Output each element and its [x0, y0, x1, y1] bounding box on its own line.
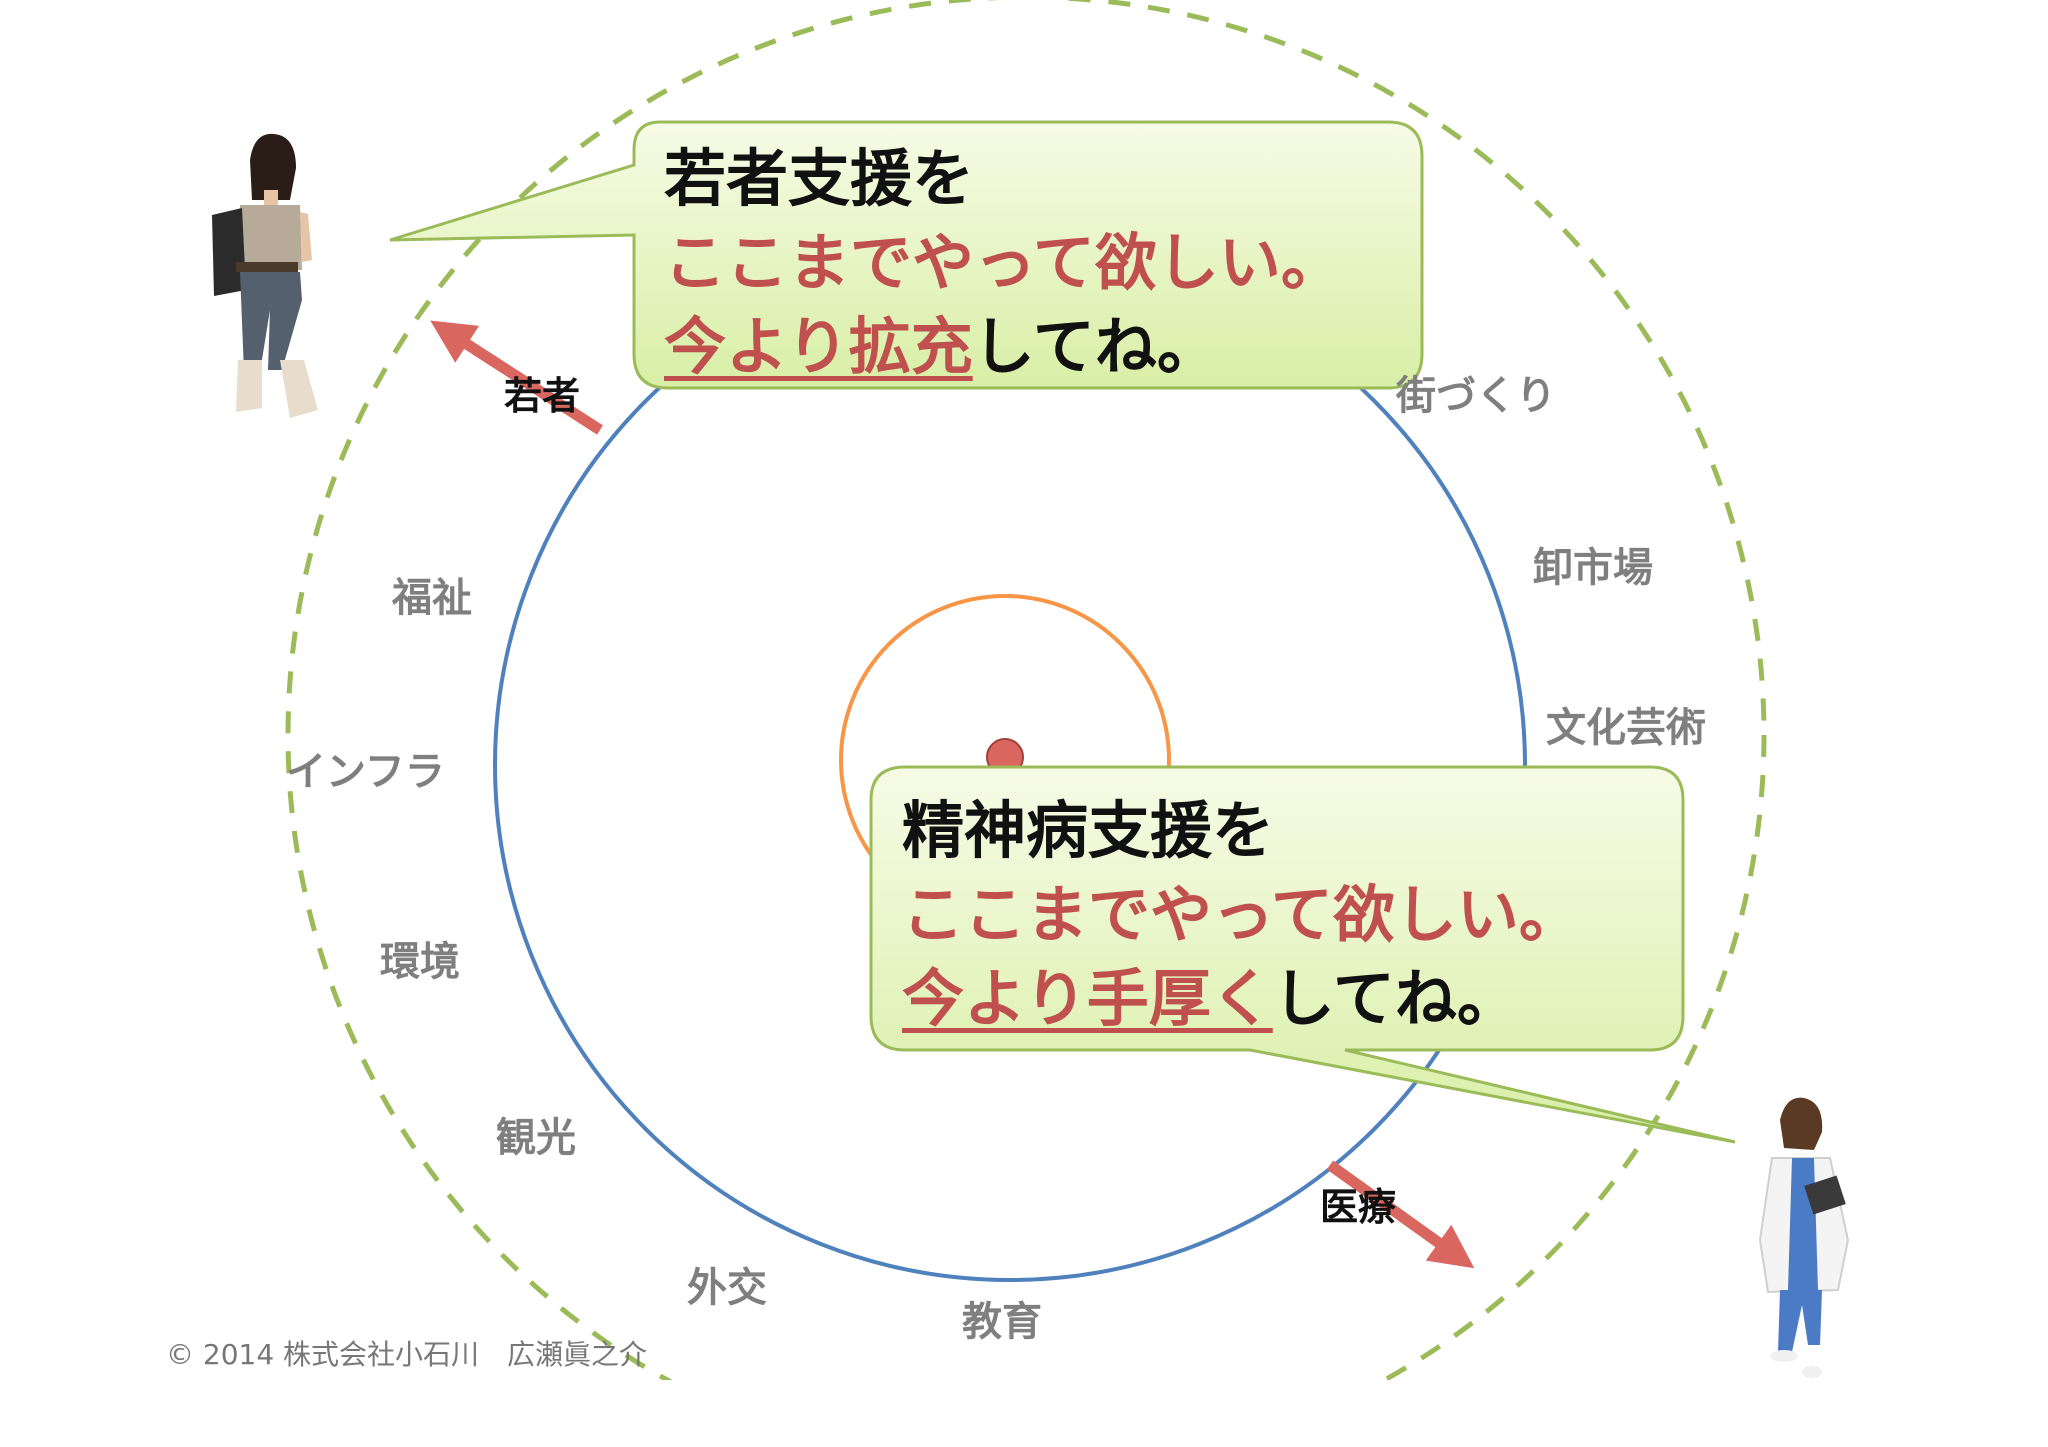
label-environment: 環境: [380, 939, 460, 985]
label-education: 教育: [962, 1299, 1042, 1345]
label-wholesale-market: 卸市場: [1533, 545, 1653, 591]
bubble-top-line2: ここまでやって欲しい。: [664, 226, 1343, 299]
label-diplomacy: 外交: [687, 1265, 767, 1311]
bubble-top-highlight: 今より拡充: [664, 310, 973, 383]
bubble-bottom-line3-rest: してね。: [1272, 962, 1519, 1035]
bubble-top-text: 若者支援を ここまでやって欲しい。 今より拡充してね。: [664, 148, 1343, 400]
young-person-figure: [212, 133, 318, 418]
outer-circle: [285, 0, 1767, 1380]
label-infrastructure: インフラ: [286, 749, 445, 795]
label-welfare: 福祉: [392, 575, 472, 621]
label-town-planning: 街づくり: [1396, 373, 1556, 419]
bubble-bottom-line1: 精神病支援を: [902, 794, 1275, 867]
bubble-bottom-highlight: 今より手厚く: [902, 962, 1273, 1035]
bubble-top-line3-rest: してね。: [972, 310, 1219, 383]
arrow-medical: [1326, 1160, 1475, 1269]
bubble-bottom-line2: ここまでやって欲しい。: [902, 878, 1581, 951]
label-medical: 医療: [1320, 1185, 1397, 1229]
doctor-figure: [1758, 1097, 1850, 1378]
speech-bubble-bottom: [869, 765, 1736, 1144]
copyright-text: © 2014 株式会社小石川 広瀬眞之介: [166, 1338, 648, 1371]
speech-bubble-top: [389, 120, 1424, 390]
label-young: 若者: [504, 374, 581, 418]
label-culture-arts: 文化芸術: [1546, 705, 1706, 751]
arrow-young: [430, 320, 603, 435]
bubble-bottom-text: 精神病支援を ここまでやって欲しい。 今より手厚くしてね。: [902, 800, 1581, 1052]
bubble-top-line1: 若者支援を: [664, 142, 975, 215]
label-tourism: 観光: [496, 1115, 576, 1161]
